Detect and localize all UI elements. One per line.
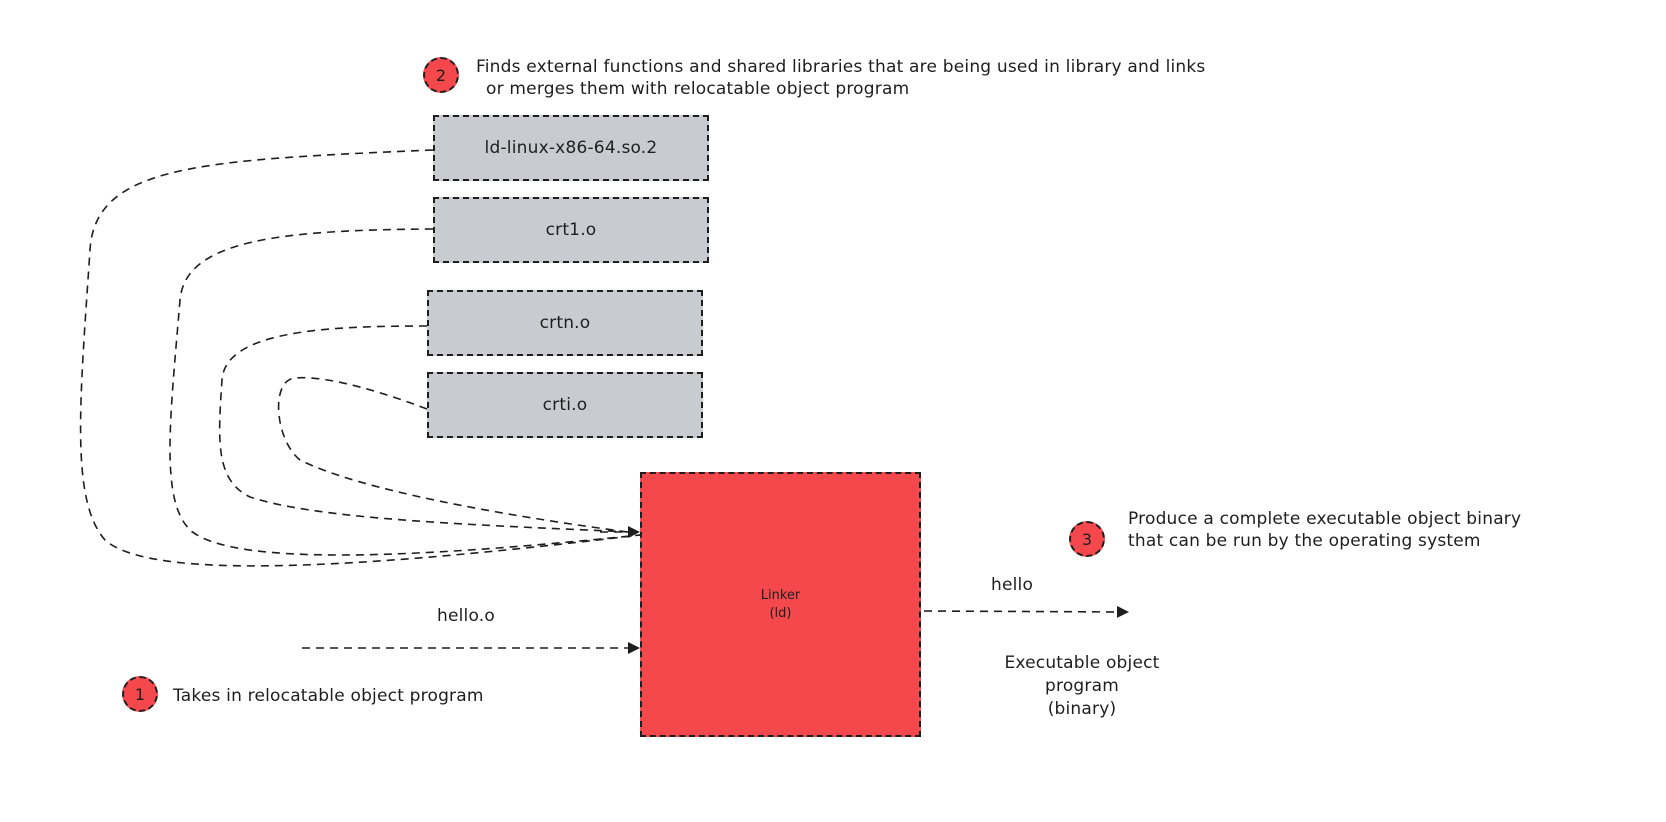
connector-ld-linux <box>79 149 641 567</box>
linker-subtitle: (ld) <box>769 605 792 621</box>
library-ld-linux-label: ld-linux-x86-64.so.2 <box>484 138 658 158</box>
library-crtn: crtn.o <box>427 290 703 356</box>
linker-box: Linker (ld) <box>640 472 921 737</box>
output-description: Executable object program (binary) <box>982 652 1182 721</box>
step-2-line-2: or merges them with relocatable object p… <box>486 79 910 99</box>
output-description-line-1: Executable object <box>1004 653 1160 673</box>
library-crt1: crt1.o <box>433 197 709 263</box>
library-ld-linux: ld-linux-x86-64.so.2 <box>433 115 709 181</box>
step-3-line-1: Produce a complete executable object bin… <box>1128 509 1522 529</box>
connector-hello-output <box>923 605 1129 618</box>
step-3-number: 3 <box>1081 529 1093 549</box>
input-file-label: hello.o <box>437 606 495 626</box>
output-description-line-2: program <box>1045 676 1119 696</box>
library-crti-label: crti.o <box>542 395 588 415</box>
library-crtn-label: crtn.o <box>539 313 591 333</box>
connector-crt1 <box>169 228 641 556</box>
linker-title: Linker <box>760 587 801 603</box>
connector-crti <box>277 376 629 533</box>
step-3-description: Produce a complete executable object bin… <box>1128 508 1521 552</box>
step-3-line-2: that can be run by the operating system <box>1128 531 1481 551</box>
output-file-label: hello <box>991 575 1034 595</box>
step-2-badge: 2 <box>423 57 459 93</box>
library-crti: crti.o <box>427 372 703 438</box>
step-1-badge: 1 <box>122 676 158 712</box>
step-2-line-1: Finds external functions and shared libr… <box>476 57 1206 77</box>
library-crt1-label: crt1.o <box>545 220 597 240</box>
step-1-description: Takes in relocatable object program <box>173 686 484 706</box>
step-1-number: 1 <box>134 684 146 704</box>
step-3-badge: 3 <box>1069 521 1105 557</box>
step-2-number: 2 <box>435 65 447 85</box>
step-2-description: Finds external functions and shared libr… <box>476 56 1206 100</box>
output-description-line-3: (binary) <box>1047 699 1117 719</box>
